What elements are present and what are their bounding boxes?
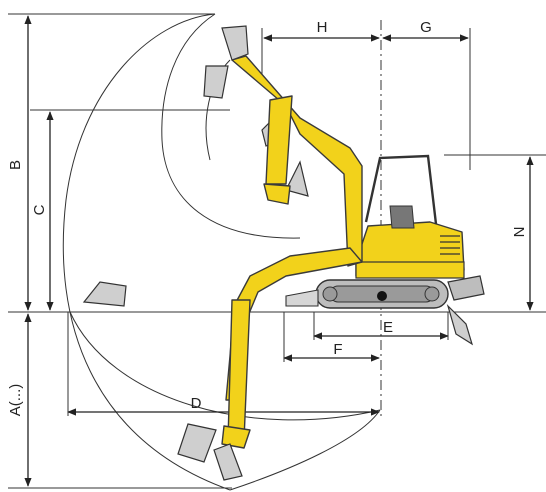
label-b: B [7,160,24,170]
dimension-labels: B C A(...) D H G N E F [7,19,528,416]
label-g: G [420,19,432,36]
boom-raised [231,55,363,267]
label-c: C [31,204,48,215]
label-a: A(...) [7,384,24,417]
label-h: H [317,19,328,36]
label-f: F [333,341,342,358]
label-e: E [383,319,393,336]
reference-lines [8,13,546,489]
label-d: D [191,395,202,412]
undercarriage [285,275,485,346]
boom-lowered [213,247,363,481]
excavator-body [355,154,465,279]
dimension-arrows [24,15,534,487]
label-n: N [511,227,528,238]
